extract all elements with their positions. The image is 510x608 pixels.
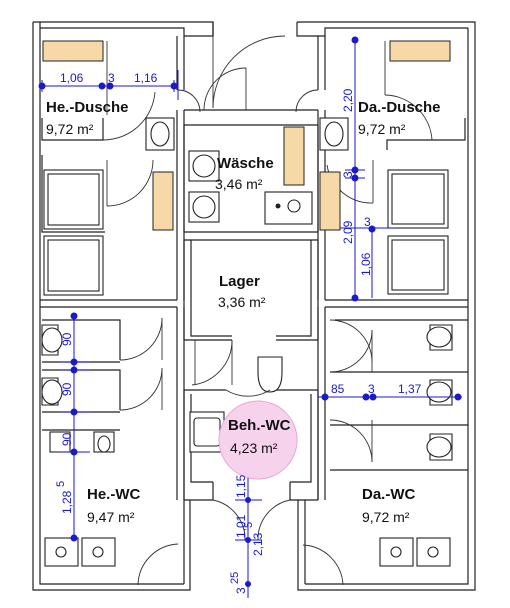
room-area-he-wc: 9,47 m² (87, 509, 135, 525)
da-wc-fixtures (302, 319, 468, 586)
dim-da-wc-2: 3 (368, 382, 375, 396)
room-name-he-dusche: He.-Dusche (46, 99, 129, 116)
room-name-da-dusche: Da.-Dusche (358, 99, 441, 116)
center-doors (177, 35, 319, 113)
room-area-lager: 3,36 m² (218, 294, 266, 310)
beh-wc-fixtures (189, 356, 298, 480)
room-name-waesche: Wäsche (217, 155, 274, 172)
dim-he-dusche-3: 1,16 (134, 71, 158, 85)
dim-corridor-4: 3 (234, 587, 248, 594)
dim-corridor-3-sup: 5 (243, 522, 255, 528)
room-name-he-wc: He.-WC (87, 486, 140, 503)
dim-he-dusche-2: 3 (108, 71, 115, 85)
dim-he-wc-height-sup: 5 (55, 481, 67, 487)
dim-he-dusche-1: 1,06 (60, 71, 84, 85)
room-area-beh-wc: 4,23 m² (230, 440, 278, 456)
dim-he-wc-1: 90 (60, 332, 74, 346)
waesche-fixtures (188, 126, 313, 225)
room-name-lager: Lager (219, 273, 260, 290)
dim-corridor-3: 2,13 (251, 532, 265, 556)
dim-he-wc-2: 90 (60, 382, 74, 396)
beh-wc-highlight (218, 400, 298, 480)
room-area-da-wc: 9,72 m² (362, 509, 410, 525)
lager-door (191, 339, 233, 386)
dim-corridor-1: 1,15 (234, 474, 248, 498)
dim-corridor-4-sup: 25 (229, 572, 241, 584)
dim-da-dusche-1: 2,20 (341, 88, 355, 112)
dimension-lines (38, 36, 462, 598)
room-name-beh-wc: Beh.-WC (228, 417, 291, 434)
dim-he-wc-height: 1,28 (60, 490, 74, 514)
dim-da-dusche-3: 2,09 (341, 220, 355, 244)
dim-da-dusche-2: 3 (341, 171, 355, 178)
room-area-he-dusche: 9,72 m² (46, 121, 94, 137)
room-area-waesche: 3,46 m² (215, 176, 263, 192)
room-name-da-wc: Da.-WC (362, 486, 415, 503)
dim-da-wc-1: 85 (331, 382, 345, 396)
he-dusche-fixtures (41, 40, 175, 296)
dim-da-dusche-5: 1,06 (359, 252, 373, 276)
room-area-da-dusche: 9,72 m² (358, 121, 406, 137)
da-dusche-fixtures (319, 40, 466, 295)
dim-he-wc-3: 90 (60, 432, 74, 446)
dim-corridor-2: 1,01 (234, 514, 248, 538)
walls (32, 21, 476, 591)
dim-da-wc-3: 1,37 (398, 382, 422, 396)
dim-da-dusche-4: 3 (364, 215, 371, 229)
corridor-doors (212, 499, 291, 541)
